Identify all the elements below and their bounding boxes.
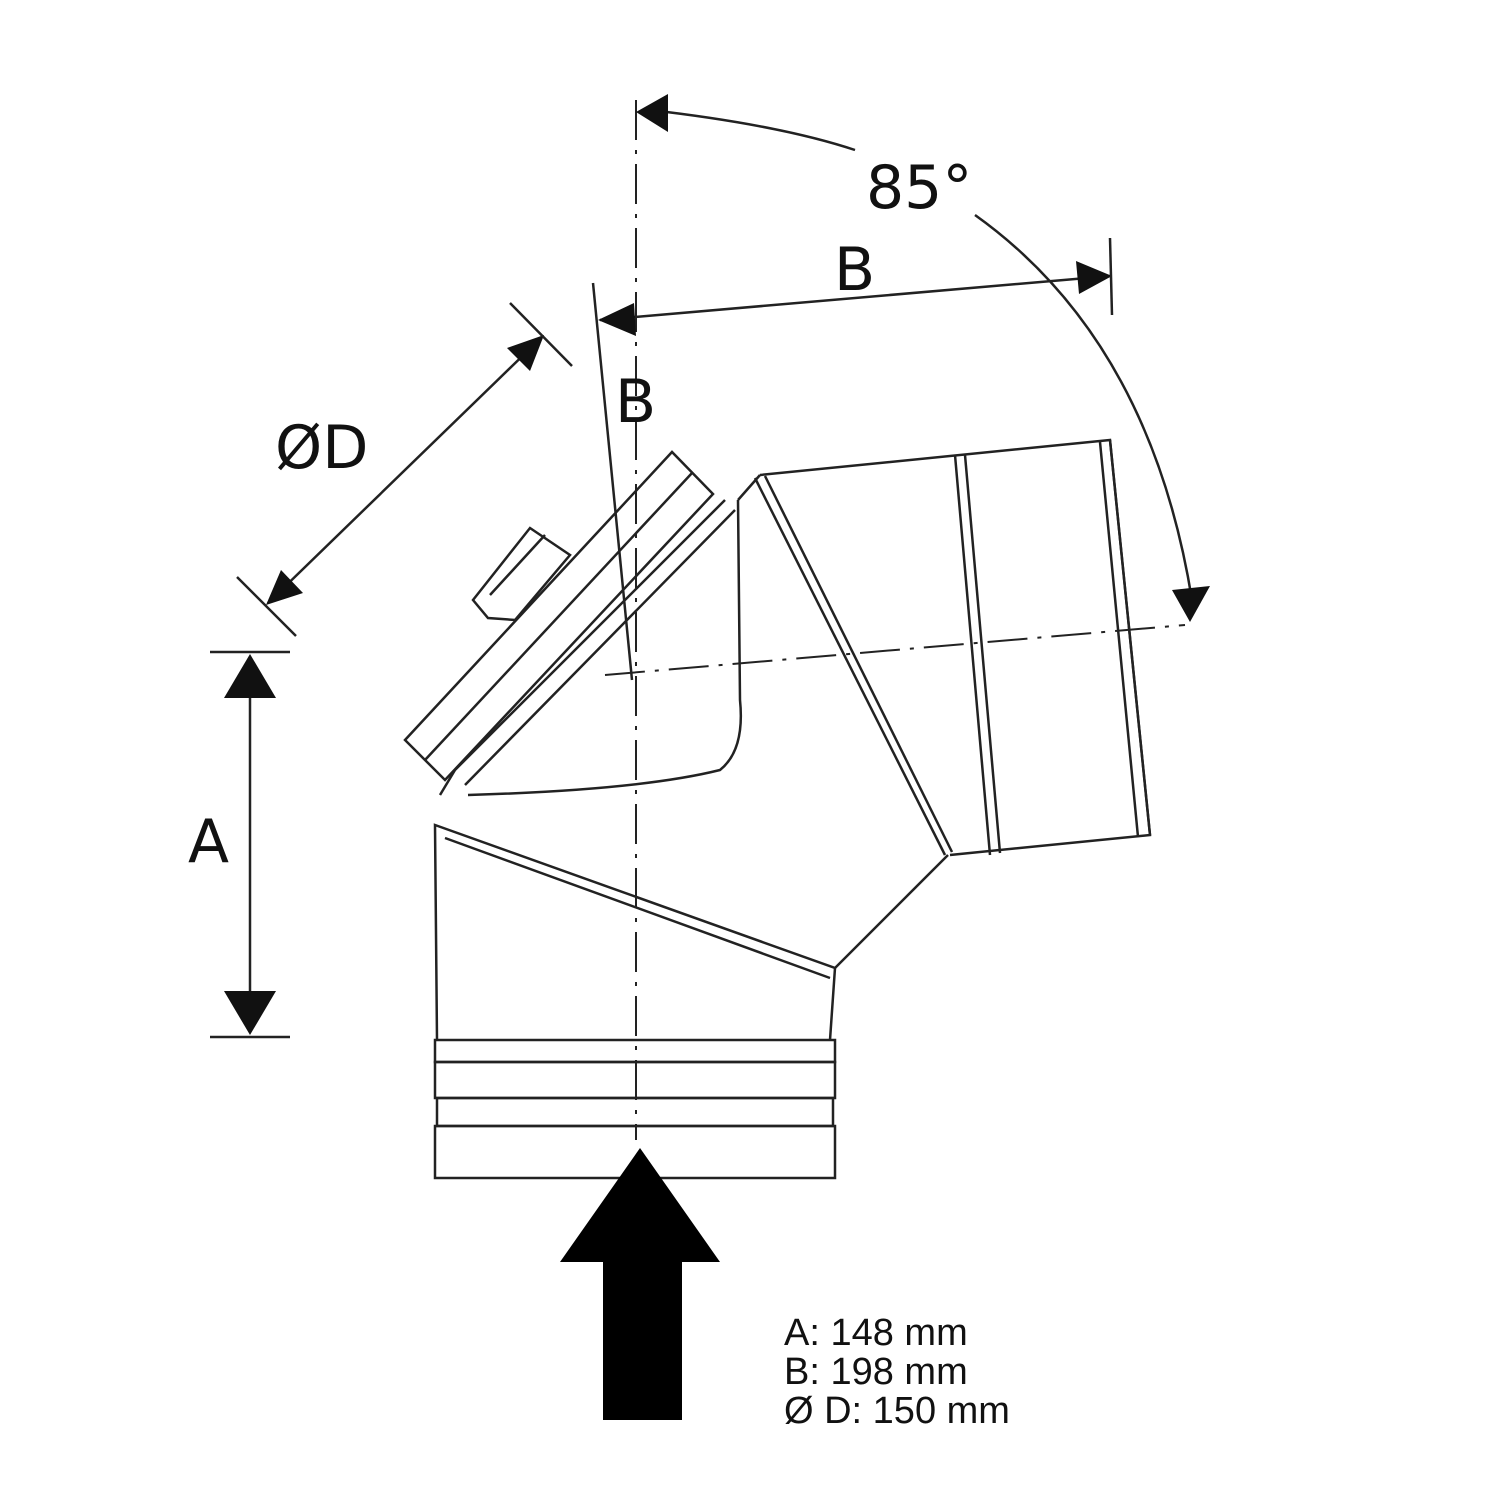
flow-direction-arrow	[560, 1148, 720, 1420]
legend-a-text: A: 148 mm	[784, 1312, 968, 1354]
d-dimension-label: ØD	[275, 413, 368, 483]
legend-d: Ø D: 150 mm	[784, 1392, 1010, 1431]
angle-label: 85°	[866, 153, 972, 223]
arm-center-line	[604, 624, 1186, 676]
angle-arc	[649, 108, 856, 152]
cleanout-cap	[403, 450, 715, 782]
legend-b: B: 198 mm	[784, 1353, 1010, 1392]
legend-d-text: Ø D: 150 mm	[784, 1390, 1010, 1432]
cleanout-knob	[471, 526, 572, 622]
b-dimension-line	[599, 274, 1111, 322]
legend-b-text: B: 198 mm	[784, 1351, 968, 1393]
a-dimension-label: A	[188, 807, 229, 877]
angle-arrow-bottom	[1172, 586, 1210, 622]
d-dimension-line	[267, 336, 543, 604]
angle-arrow-top	[636, 94, 668, 132]
dimension-legend: A: 148 mm B: 198 mm Ø D: 150 mm	[784, 1314, 1010, 1431]
b2-dimension-label: B	[615, 367, 656, 437]
legend-a: A: 148 mm	[784, 1314, 1010, 1353]
pipe-elbow	[403, 438, 1152, 1180]
b-dimension-label: B	[834, 235, 875, 305]
